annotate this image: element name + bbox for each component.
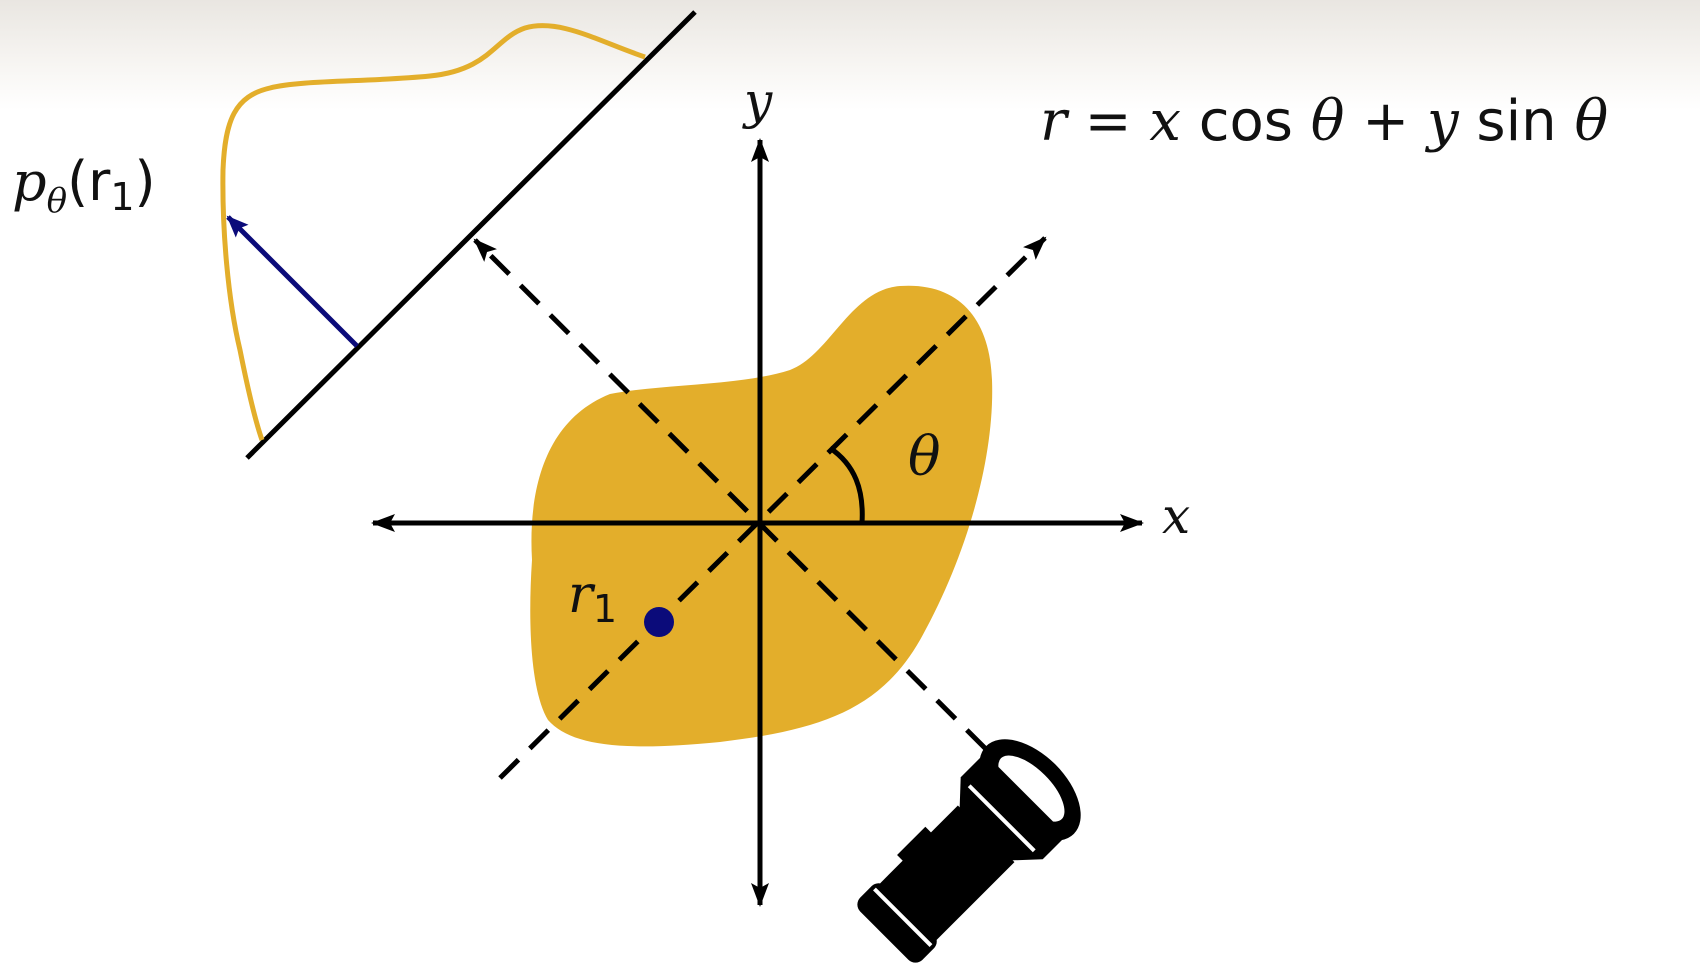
rotated-axis-r (498, 236, 1047, 780)
y-axis-label: y (742, 72, 773, 130)
x-axis-label: x (1162, 487, 1190, 545)
r1-label: r1 (568, 565, 617, 631)
theta-label: θ (908, 425, 941, 488)
projection-label: pθ(r1) (12, 150, 156, 221)
point-r1 (644, 607, 674, 637)
radon-equation: r = x cos θ + y sin θ (1040, 89, 1608, 154)
detector-line (245, 10, 697, 460)
rotated-axis-perp (473, 238, 1017, 780)
projection-profile-curve (220, 23, 646, 441)
projection-ray (226, 215, 359, 348)
theta-arc (828, 445, 865, 524)
flashlight-icon (857, 739, 1081, 963)
